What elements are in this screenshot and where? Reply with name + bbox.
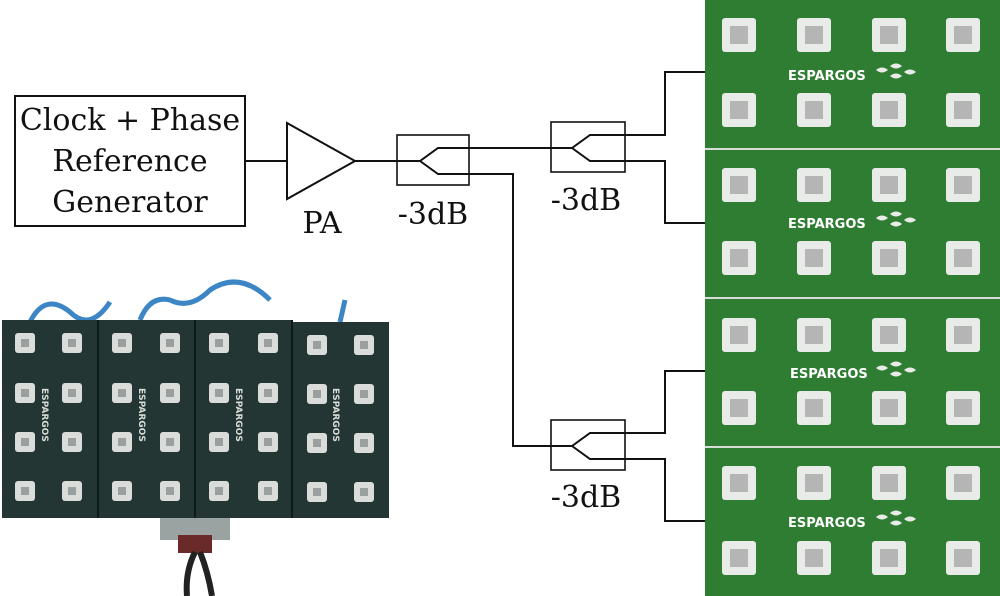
antenna-board-3: ESPARGOS bbox=[722, 318, 980, 425]
power-amplifier: PA bbox=[245, 121, 397, 241]
splitter-3-label: -3dB bbox=[551, 480, 621, 515]
generator-line-3: Generator bbox=[52, 185, 208, 220]
photo-logo-1: ESPARGOS bbox=[39, 388, 49, 442]
photo-logo-3: ESPARGOS bbox=[233, 388, 243, 442]
antenna-board-stack: ESPARGOS ESPARGOS ESPARGOS ESPARGOS bbox=[705, 0, 1000, 596]
splitter-2-label: -3dB bbox=[551, 183, 621, 218]
array-photo: ESPARGOS ESPARGOS ESPARGOS ESPARGOS bbox=[2, 279, 389, 596]
generator-line-1: Clock + Phase bbox=[20, 103, 240, 138]
board-logo-1: ESPARGOS bbox=[788, 69, 866, 84]
splitter-1-label: -3dB bbox=[398, 197, 468, 232]
photo-logo-2: ESPARGOS bbox=[136, 388, 146, 442]
splitter-1: -3dB bbox=[396, 134, 470, 232]
board-logo-2: ESPARGOS bbox=[788, 217, 866, 232]
splitter-2: -3dB bbox=[550, 121, 626, 218]
output-lines bbox=[625, 71, 706, 522]
feed-lines bbox=[469, 147, 551, 447]
generator-line-2: Reference bbox=[52, 144, 207, 179]
pa-label: PA bbox=[302, 206, 341, 241]
photo-logo-4: ESPARGOS bbox=[330, 388, 340, 442]
antenna-board-2: ESPARGOS bbox=[722, 168, 980, 275]
antenna-board-1: ESPARGOS bbox=[722, 18, 980, 127]
clock-phase-generator-block: Clock + Phase Reference Generator bbox=[14, 95, 246, 227]
splitter-3: -3dB bbox=[550, 419, 626, 515]
board-logo-3: ESPARGOS bbox=[790, 367, 868, 382]
board-logo-4: ESPARGOS bbox=[788, 516, 866, 531]
antenna-board-4: ESPARGOS bbox=[722, 466, 980, 575]
